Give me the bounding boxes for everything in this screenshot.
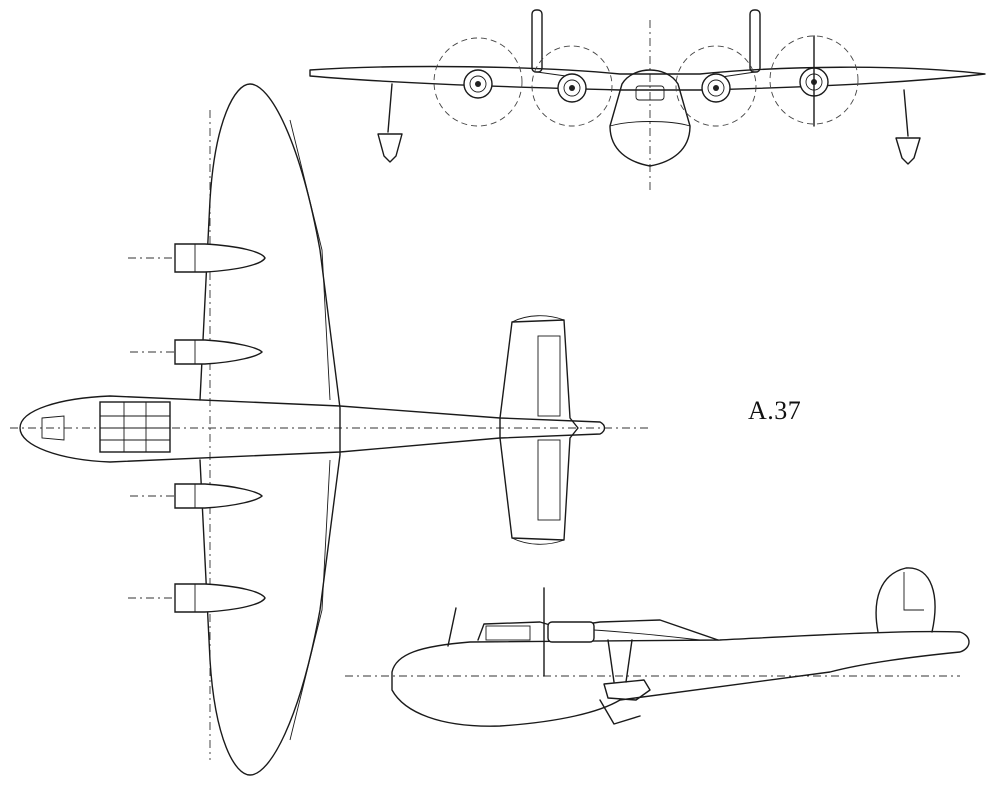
engine-nacelle — [130, 339, 263, 365]
engine-nacelle — [701, 73, 731, 103]
side-view — [345, 567, 970, 727]
plan-view — [10, 83, 650, 776]
engine-nacelle — [557, 73, 587, 103]
engine-nacelle — [128, 583, 266, 613]
front-view — [309, 9, 986, 190]
engine-nacelle — [463, 69, 493, 99]
aircraft-designation-label: A.37 — [748, 396, 802, 425]
wing-float — [895, 89, 921, 165]
engine-nacelle — [128, 243, 266, 273]
wing-float — [377, 83, 403, 163]
engine-nacelle — [130, 483, 263, 509]
